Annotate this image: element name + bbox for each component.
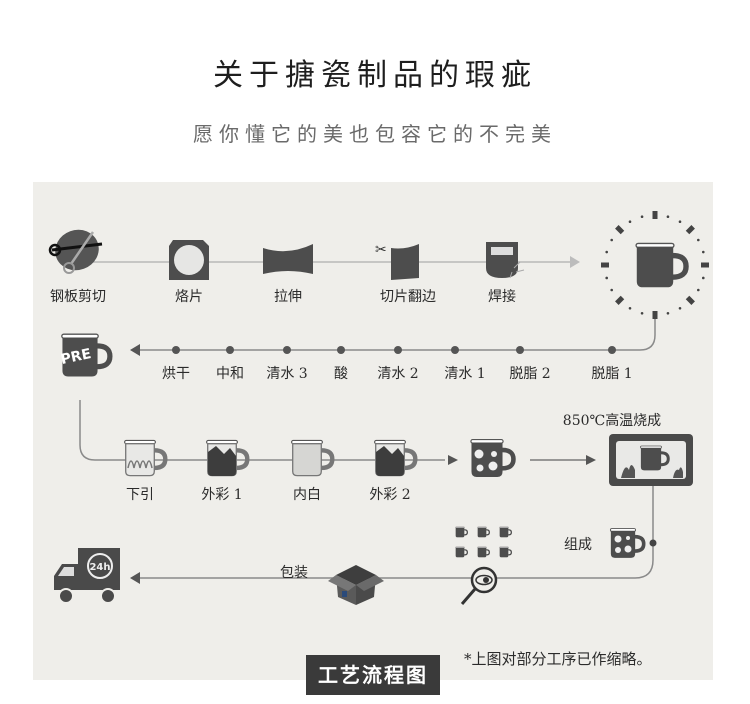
- small-mug-icon: [454, 526, 468, 538]
- pre-mug-icon: PRE: [59, 334, 110, 376]
- inner-white-mug-icon: [292, 440, 333, 475]
- row2-line: [140, 318, 656, 351]
- row4-dot: [649, 539, 657, 547]
- dipped-mug-icon: [125, 440, 166, 475]
- dial-tick: [628, 307, 632, 310]
- dial-tick: [652, 311, 658, 319]
- dial-tick: [685, 295, 695, 305]
- step-label: 中和: [216, 366, 244, 382]
- small-mug-icon: [498, 546, 512, 558]
- package-label: 包装: [280, 565, 308, 581]
- dial-tick: [628, 220, 632, 223]
- step-label: 拉伸: [274, 289, 302, 305]
- arrow-right-icon: [570, 256, 580, 268]
- kiln-icon: [609, 434, 693, 486]
- small-mug-icon: [454, 546, 468, 558]
- dial-tick: [615, 225, 625, 235]
- step-label: 切片翻边: [380, 289, 436, 305]
- dial-tick: [697, 288, 700, 292]
- step-label: 钢板剪切: [50, 289, 106, 305]
- dial-tick: [605, 276, 609, 280]
- dial-tick: [615, 295, 625, 305]
- small-mug-icon: [476, 546, 490, 558]
- step-label: 烘干: [162, 366, 190, 382]
- pre-label: PRE: [59, 346, 92, 368]
- dial-tick: [666, 215, 670, 219]
- dial-tick: [678, 307, 682, 310]
- page-subtitle: 愿你懂它的美也包容它的不完美: [193, 122, 557, 146]
- flower-mug-icon: [471, 440, 514, 477]
- dial-tick: [701, 262, 709, 268]
- step-label: 烙片: [175, 289, 203, 305]
- dial-tick: [666, 311, 670, 315]
- step-dot: [172, 346, 180, 354]
- step-label: 外彩 2: [369, 487, 411, 503]
- step-label: 焊接: [488, 289, 516, 305]
- cut-flange-icon: ✂: [375, 242, 419, 280]
- delivery-badge: 24h: [89, 562, 110, 573]
- step-dot: [516, 346, 524, 354]
- row4-line: [140, 485, 654, 579]
- dial-tick: [610, 238, 613, 242]
- arrow-right-icon: [586, 455, 596, 465]
- step-dot: [394, 346, 402, 354]
- blank-disc-icon: [169, 240, 209, 280]
- kiln-label: 850℃高温烧成: [562, 413, 662, 429]
- row3-line: [79, 400, 445, 461]
- truck-24h-icon: 24h: [54, 548, 120, 604]
- step-label: 清水 3: [266, 366, 308, 382]
- step-label: 脱脂 1: [591, 366, 633, 382]
- step-label: 内白: [293, 487, 321, 503]
- dial-tick: [697, 238, 700, 242]
- step-label: 清水 1: [444, 366, 486, 382]
- mug-dial-icon: [601, 211, 709, 319]
- step-label: 脱脂 2: [509, 366, 551, 382]
- step-dot: [608, 346, 616, 354]
- arrow-left-icon: [130, 572, 140, 584]
- svg-text:✂: ✂: [375, 242, 387, 258]
- step-label: 酸: [334, 366, 348, 382]
- dial-tick: [601, 262, 609, 268]
- step-label: 外彩 1: [201, 487, 243, 503]
- row2-dots: [172, 346, 616, 354]
- small-mug-icon: [498, 526, 512, 538]
- small-mug-icon: [476, 526, 490, 538]
- dial-tick: [652, 211, 658, 219]
- scissors-plate-icon: [48, 229, 103, 274]
- dial-tick: [701, 250, 705, 254]
- step-label: 下引: [126, 487, 154, 503]
- dial-tick: [605, 250, 609, 254]
- arrow-left-icon: [130, 344, 140, 356]
- dial-tick: [685, 225, 695, 235]
- dial-tick: [610, 288, 613, 292]
- welded-body-icon: [486, 242, 525, 279]
- step-dot: [451, 346, 459, 354]
- step-label: 清水 2: [377, 366, 419, 382]
- outer-color-mug-icon: [207, 440, 248, 476]
- arrow-right-icon: [448, 455, 458, 465]
- step-dot: [226, 346, 234, 354]
- inspection-icon: [454, 526, 512, 605]
- page-title: 关于搪瓷制品的瑕疵: [213, 58, 537, 93]
- dial-tick: [640, 311, 644, 315]
- footnote: *上图对部分工序已作缩略。: [464, 650, 652, 668]
- dial-tick: [640, 215, 644, 219]
- assemble-label: 组成: [564, 537, 592, 553]
- assembled-mug-icon: [608, 526, 646, 560]
- dial-tick: [678, 220, 682, 223]
- step-dot: [337, 346, 345, 354]
- outer-color-mug-icon: [375, 440, 416, 476]
- stretched-sheet-icon: [263, 244, 313, 274]
- step-dot: [283, 346, 291, 354]
- process-chart-badge: 工艺流程图: [306, 655, 440, 695]
- dial-tick: [701, 276, 705, 280]
- box-icon: [328, 565, 384, 605]
